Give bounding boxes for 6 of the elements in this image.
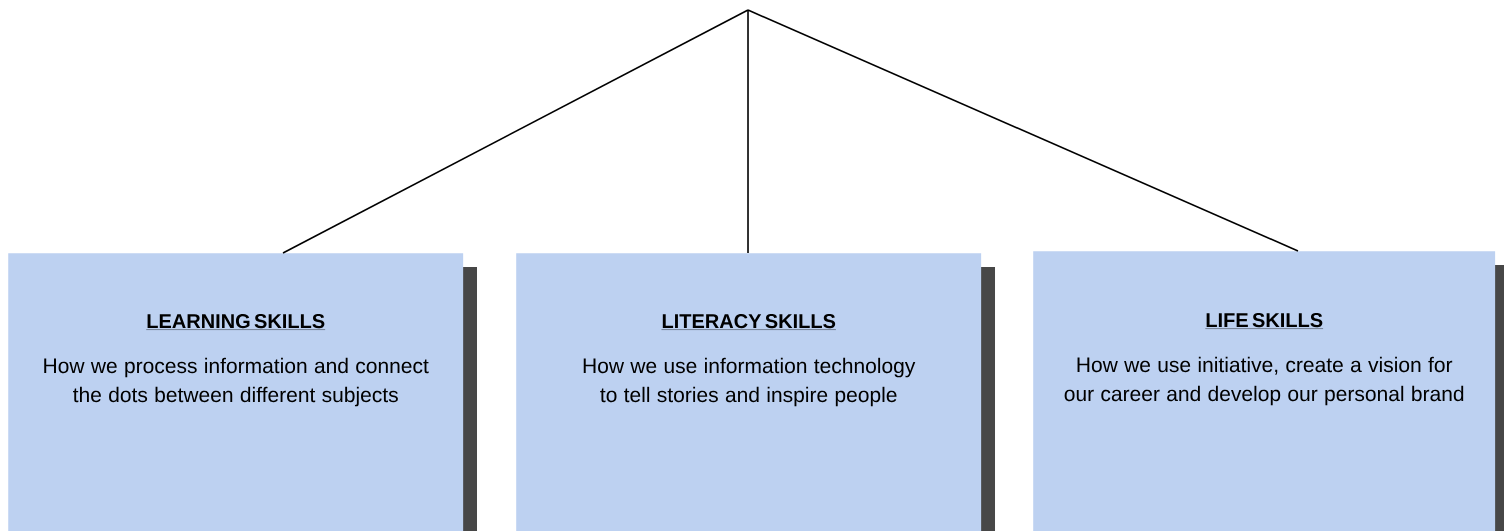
process-box: LEARNING SKILLS How we process information and connect the dots between different subjects	[8, 253, 477, 531]
process-box: LIFE SKILLS How we use initiative, create a vision for our career and develop our personal brand	[1033, 251, 1504, 531]
connector-line	[282, 9, 749, 254]
connector-line	[747, 9, 749, 254]
connector-line	[747, 9, 1299, 252]
process-box: LITERACY SKILLS How we use information technology to tell stories and inspire people	[516, 253, 995, 531]
